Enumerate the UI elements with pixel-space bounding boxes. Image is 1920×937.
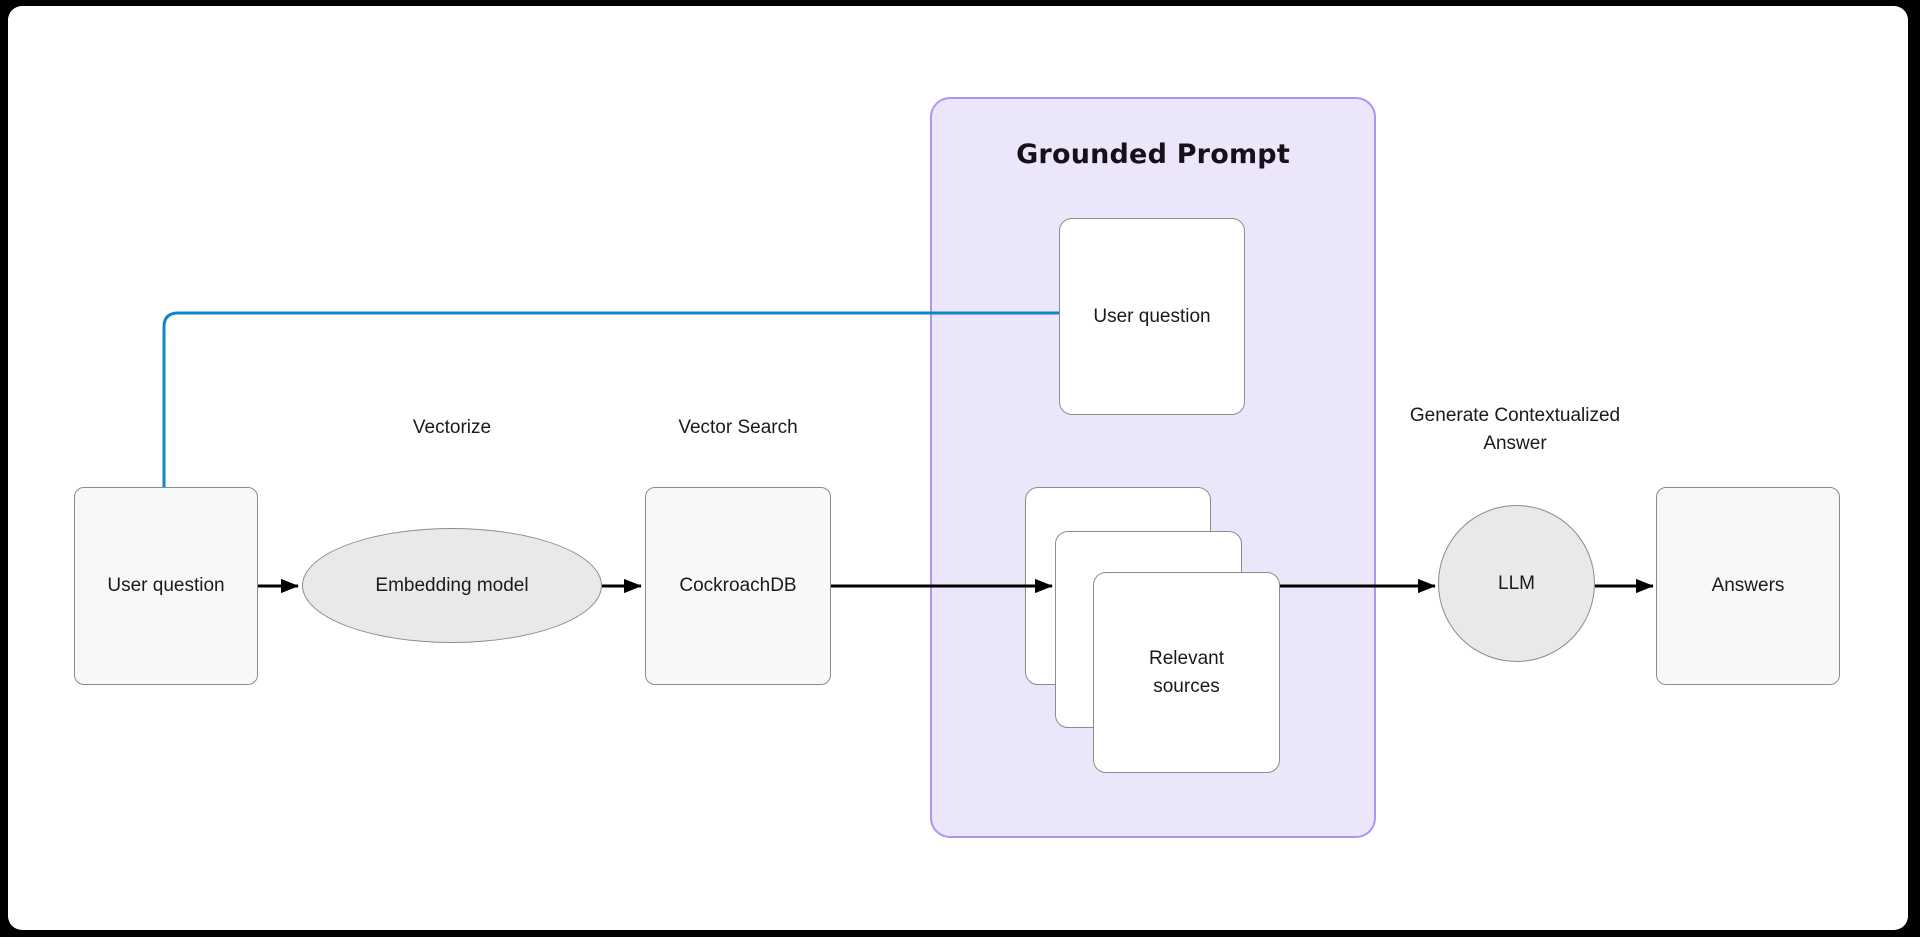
diagram-canvas: Grounded Prompt Vectorize Vector Search … bbox=[8, 6, 1908, 930]
prompt-user-question-card: User question bbox=[1059, 218, 1245, 415]
relevant-sources-card-label: Relevant sources bbox=[1149, 647, 1224, 697]
generate-contextualized-answer-label: Generate Contextualized Answer bbox=[1409, 405, 1621, 454]
embedding-model-node-label: Embedding model bbox=[375, 574, 529, 596]
user-question-node-label: User question bbox=[107, 575, 225, 596]
llm-node: LLM bbox=[1438, 505, 1595, 662]
prompt-user-question-card-label: User question bbox=[1093, 305, 1211, 327]
vectorize-label: Vectorize bbox=[412, 417, 492, 438]
answers-node-label: Answers bbox=[1711, 575, 1785, 596]
grounded-prompt-title: Grounded Prompt bbox=[1016, 139, 1290, 170]
cockroachdb-node: CockroachDB bbox=[645, 487, 831, 685]
llm-node-label: LLM bbox=[1498, 572, 1535, 594]
connector-user-question-to-grounded-prompt bbox=[162, 311, 1059, 487]
vector-search-label: Vector Search bbox=[678, 417, 798, 438]
cockroachdb-node-label: CockroachDB bbox=[679, 575, 797, 596]
answers-node: Answers bbox=[1656, 487, 1840, 685]
relevant-sources-card-front: Relevant sources bbox=[1093, 572, 1280, 773]
user-question-node: User question bbox=[74, 487, 258, 685]
embedding-model-node: Embedding model bbox=[302, 528, 602, 643]
